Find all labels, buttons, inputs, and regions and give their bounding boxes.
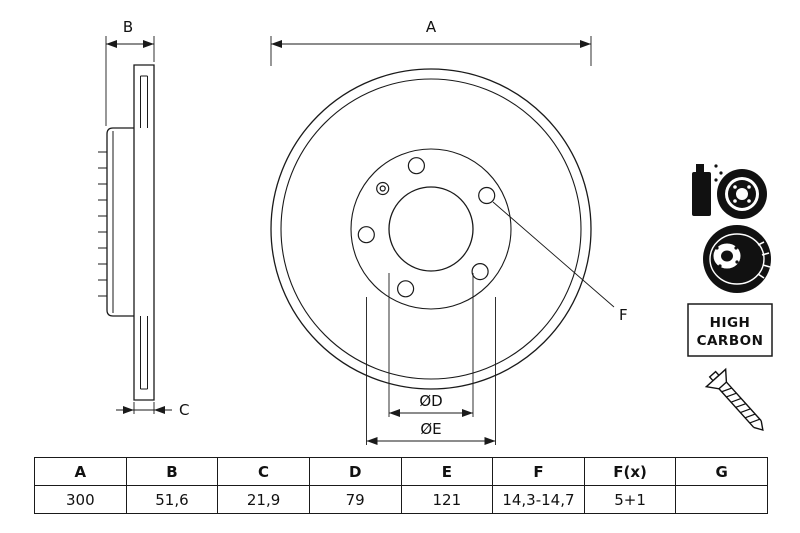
spec-header-f: F: [492, 457, 585, 486]
hat-outline: [106, 127, 134, 317]
dim-d-extension-lines: [388, 273, 474, 417]
serration-ticks: [98, 151, 107, 297]
leader-line-f: [492, 201, 615, 308]
high-carbon-badge: HIGH CARBON: [687, 303, 773, 357]
dim-e-label: ØE: [420, 420, 441, 438]
spec-header-c: C: [217, 457, 310, 486]
spec-header-a: A: [34, 457, 127, 486]
dim-d-label: ØD: [419, 392, 442, 410]
dim-b: B: [105, 18, 155, 126]
hole-leader-f: F: [492, 201, 628, 324]
dim-e: ØE: [366, 297, 496, 445]
dim-b-extension-lines: [105, 36, 155, 126]
vent-channel-top: [140, 75, 148, 128]
bolt-hole: [471, 263, 489, 281]
dim-e-extension-lines: [366, 297, 496, 445]
high-carbon-line2: CARBON: [697, 333, 764, 349]
spec-value-row: 300 51,6 21,9 79 121 14,3-14,7 5+1: [34, 485, 768, 514]
dim-a: A: [270, 18, 592, 66]
spec-header-row: A B C D E F F(x) G: [34, 457, 768, 486]
spec-value-f: 14,3-14,7: [492, 485, 585, 514]
high-carbon-line1: HIGH: [710, 315, 751, 331]
spec-header-b: B: [125, 457, 219, 486]
spec-value-a: 300: [34, 485, 127, 514]
friction-surface-circle: [280, 78, 582, 380]
friction-ring-outline: [133, 64, 155, 401]
spec-table-container: A B C D E F F(x) G 300 51,6 21,9 79 121: [34, 457, 768, 514]
dim-c-label: C: [179, 401, 189, 419]
coating-spray-icon: [692, 164, 767, 219]
spec-table: A B C D E F F(x) G 300 51,6 21,9 79 121: [34, 457, 768, 514]
outer-diameter-circle: [270, 68, 592, 390]
dim-a-extension-lines: [270, 36, 592, 66]
bolt-hole: [357, 226, 375, 244]
side-view: [98, 64, 155, 401]
center-bore-circle: [388, 186, 474, 272]
bolt-holes: [357, 157, 496, 298]
spec-header-g: G: [675, 457, 768, 486]
dim-d: ØD: [388, 273, 474, 417]
locating-pin-hole-outer: [376, 181, 390, 196]
spec-header-fx: F(x): [583, 457, 677, 486]
bolt-hole: [407, 157, 425, 175]
locating-pin-hole-inner: [379, 185, 386, 192]
spec-value-c: 21,9: [217, 485, 310, 514]
bolt-hole: [478, 186, 496, 205]
spec-value-b: 51,6: [125, 485, 219, 514]
dim-f-label: F: [619, 306, 628, 324]
front-view: [270, 68, 592, 390]
countersunk-screw-icon: [704, 367, 764, 432]
hub-circle: [350, 148, 512, 310]
dim-c-extension-lines: [133, 402, 155, 414]
spec-header-e: E: [400, 457, 494, 486]
spec-value-d: 79: [308, 485, 402, 514]
brake-disc-icon: [703, 225, 771, 293]
bolt-hole: [397, 280, 415, 298]
brake-disc-drawing: A B C ØD ØE F: [98, 18, 773, 445]
spec-value-g: [675, 485, 768, 514]
dim-a-label: A: [426, 18, 437, 36]
spec-value-fx: 5+1: [583, 485, 677, 514]
dim-c: C: [116, 401, 189, 419]
spec-header-d: D: [308, 457, 402, 486]
spec-value-e: 121: [400, 485, 494, 514]
vent-channel-bottom: [140, 316, 148, 390]
dim-b-label: B: [123, 18, 133, 36]
